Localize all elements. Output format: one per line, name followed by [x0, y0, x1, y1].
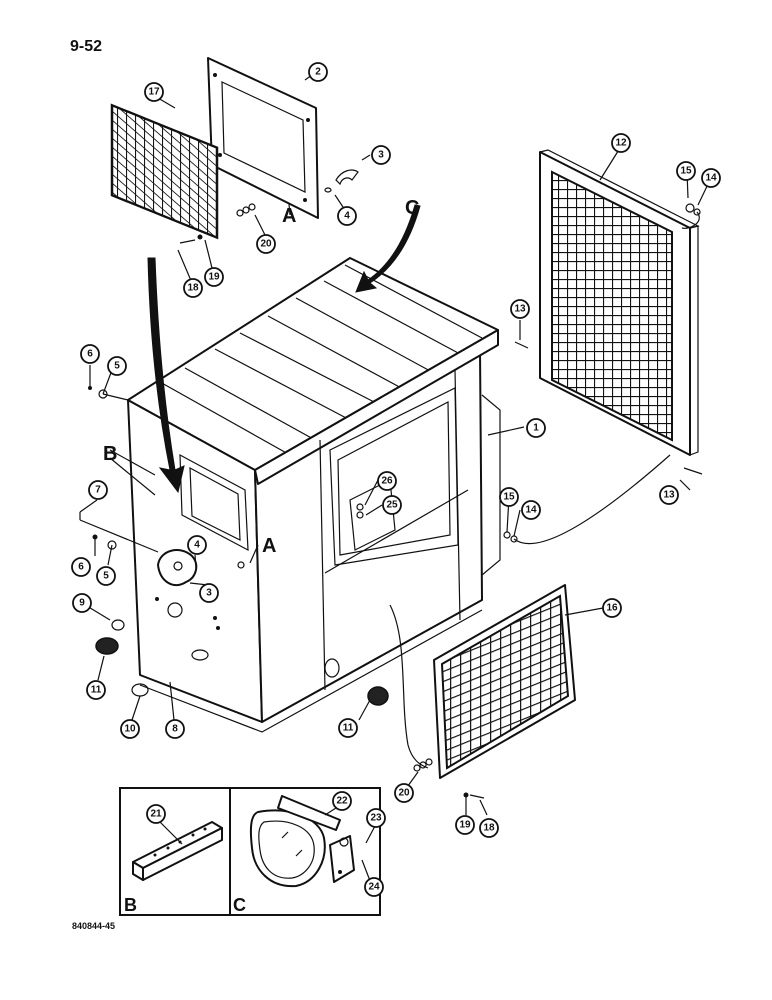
callout-22: 22: [332, 791, 352, 811]
callout-10: 10: [120, 719, 140, 739]
svg-text:19: 19: [459, 820, 471, 831]
callout-5-upper: 5: [107, 356, 127, 376]
callout-15-upper: 15: [676, 161, 696, 181]
callout-11-right: 11: [338, 718, 358, 738]
svg-text:1: 1: [533, 423, 539, 434]
svg-text:13: 13: [514, 304, 526, 315]
callout-2: 2: [308, 62, 328, 82]
svg-text:22: 22: [336, 796, 348, 807]
svg-text:21: 21: [150, 809, 162, 820]
callout-13-upper: 13: [510, 299, 530, 319]
svg-text:16: 16: [606, 603, 618, 614]
callout-23: 23: [366, 808, 386, 828]
view-letter-b: B: [103, 443, 117, 465]
screen-right: [539, 149, 700, 456]
svg-text:26: 26: [381, 476, 393, 487]
callout-21: 21: [146, 804, 166, 824]
svg-text:20: 20: [260, 239, 272, 250]
svg-text:18: 18: [187, 283, 199, 294]
svg-text:10: 10: [124, 724, 136, 735]
svg-text:11: 11: [343, 723, 354, 734]
svg-text:12: 12: [615, 138, 627, 149]
hardware: [79, 169, 703, 799]
screen-lower-right: [433, 584, 576, 779]
svg-text:5: 5: [103, 571, 109, 582]
window-panel: [207, 57, 319, 219]
figure-code: 840844-45: [72, 921, 116, 931]
svg-text:3: 3: [206, 588, 212, 599]
callout-3-upper: 3: [371, 145, 391, 165]
callout-9: 9: [72, 593, 92, 613]
callout-25: 25: [382, 495, 402, 515]
svg-text:8: 8: [172, 724, 178, 735]
callout-3-lower: 3: [199, 583, 219, 603]
screen-upper-left: [110, 103, 219, 240]
view-arrow-c: [355, 204, 421, 293]
callout-19-lower: 19: [455, 815, 475, 835]
svg-text:15: 15: [503, 492, 515, 503]
callout-6-lower: 6: [71, 557, 91, 577]
view-letter-a-upper: A: [282, 205, 296, 227]
page-number: 9-52: [70, 38, 103, 55]
callout-4-upper: 4: [337, 206, 357, 226]
svg-text:2: 2: [315, 67, 321, 78]
svg-text:14: 14: [705, 173, 717, 184]
callout-18-lower: 18: [479, 818, 499, 838]
callout-16: 16: [602, 598, 622, 618]
svg-text:20: 20: [398, 788, 410, 799]
view-letter-a-lower: A: [262, 535, 276, 557]
callout-14-lower: 14: [521, 500, 541, 520]
detail-insets: [119, 787, 381, 916]
svg-text:19: 19: [208, 272, 220, 283]
svg-text:5: 5: [114, 361, 120, 372]
view-arrow-b: [147, 257, 185, 494]
svg-text:25: 25: [386, 500, 398, 511]
svg-text:4: 4: [344, 211, 350, 222]
callout-26: 26: [377, 471, 397, 491]
callout-18-upper: 18: [183, 278, 203, 298]
svg-text:14: 14: [525, 505, 537, 516]
callout-17: 17: [144, 82, 164, 102]
svg-text:7: 7: [95, 485, 101, 496]
callout-4-lower: 4: [187, 535, 207, 555]
callout-12: 12: [611, 133, 631, 153]
callout-14-upper: 14: [701, 168, 721, 188]
callout-24: 24: [364, 877, 384, 897]
callout-20-upper: 20: [256, 234, 276, 254]
svg-text:24: 24: [368, 882, 380, 893]
svg-text:18: 18: [483, 823, 495, 834]
callout-19-upper: 19: [204, 267, 224, 287]
callout-8: 8: [165, 719, 185, 739]
svg-text:6: 6: [78, 562, 84, 573]
svg-text:3: 3: [378, 150, 384, 161]
callout-1: 1: [526, 418, 546, 438]
callout-20-lower: 20: [394, 783, 414, 803]
callout-15-lower: 15: [499, 487, 519, 507]
callout-6-upper: 6: [80, 344, 100, 364]
svg-text:23: 23: [370, 813, 382, 824]
callout-13-lower: 13: [659, 485, 679, 505]
callout-7: 7: [88, 480, 108, 500]
callout-5-lower: 5: [96, 566, 116, 586]
svg-text:9: 9: [79, 598, 85, 609]
callout-11-left: 11: [86, 680, 106, 700]
inset-letter-b: B: [124, 895, 137, 915]
view-letter-c: C: [405, 197, 419, 219]
svg-text:11: 11: [91, 685, 102, 696]
inset-letter-c: C: [233, 895, 246, 915]
svg-text:17: 17: [148, 87, 160, 98]
leader-lines: [79, 71, 711, 816]
svg-text:15: 15: [680, 166, 692, 177]
svg-text:13: 13: [663, 490, 675, 501]
svg-text:6: 6: [87, 349, 93, 360]
svg-text:4: 4: [194, 540, 200, 551]
